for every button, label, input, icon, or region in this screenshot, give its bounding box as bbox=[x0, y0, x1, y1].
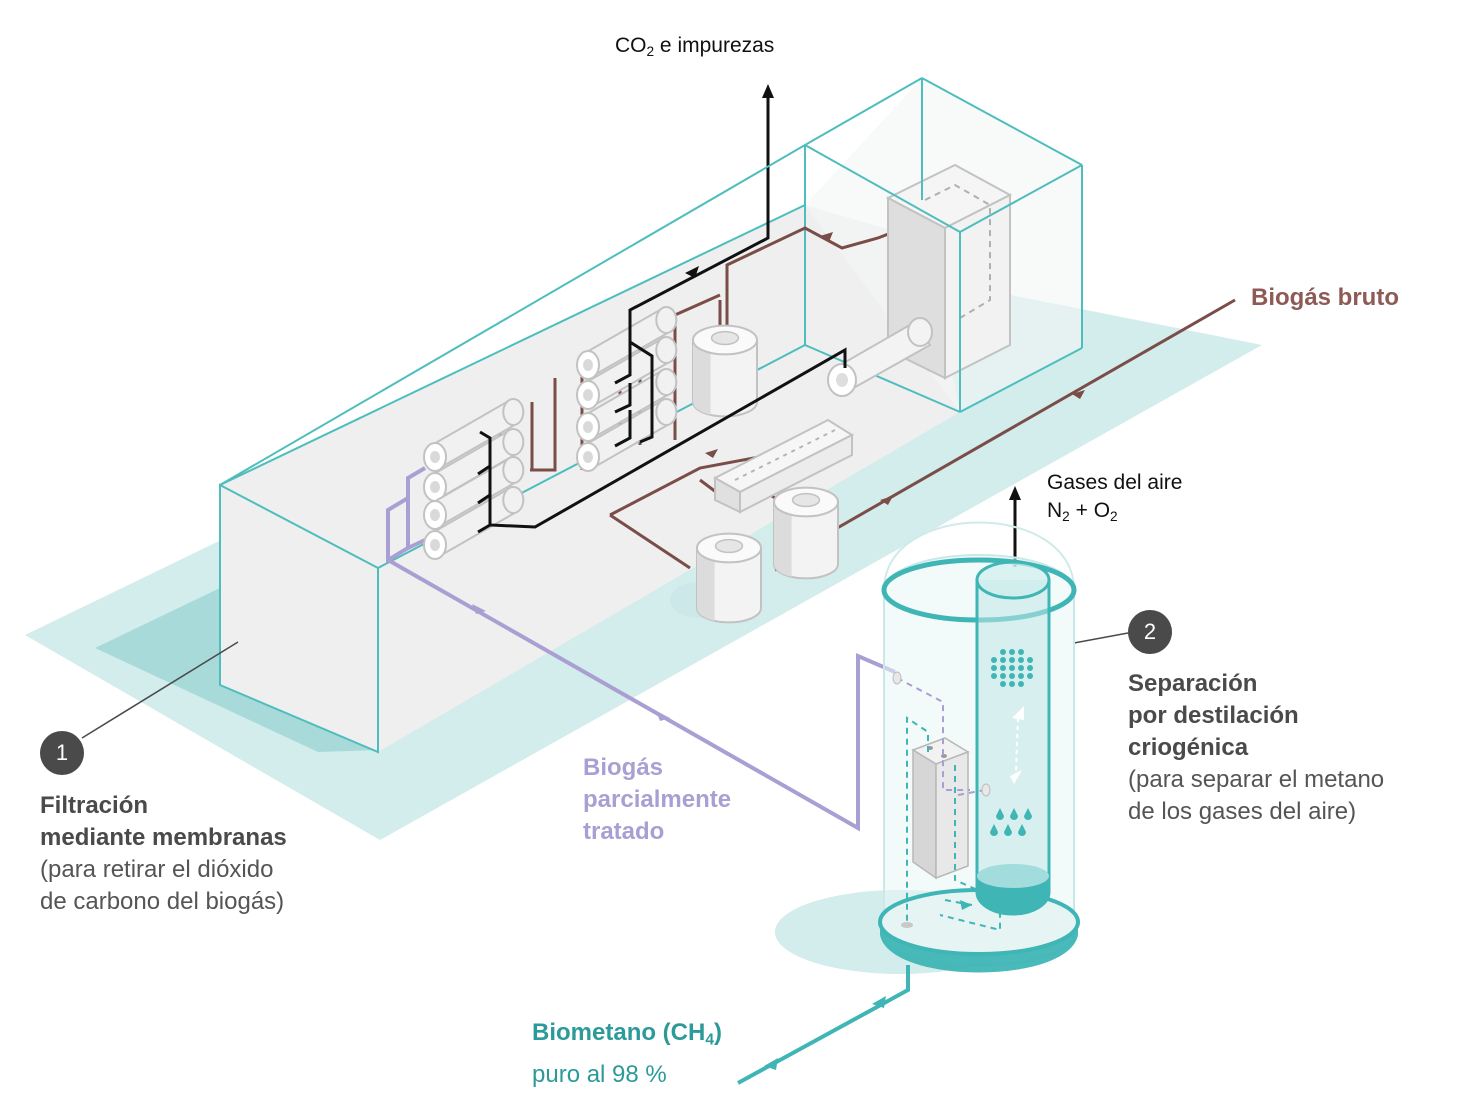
raw-biogas-arrows bbox=[705, 232, 1085, 505]
leader-lines bbox=[81, 632, 1129, 739]
co2-label: CO2 e impurezas bbox=[615, 34, 775, 60]
membrane-cylinder-icon bbox=[423, 398, 525, 472]
container-front-frame bbox=[219, 77, 1083, 754]
co2-arrows bbox=[685, 84, 1021, 500]
air-gases-label: Gases del aire N2 + O2 bbox=[1047, 471, 1183, 525]
membrane-cylinder-icon bbox=[576, 368, 678, 442]
step-1-title-line: mediante membranas bbox=[40, 824, 287, 851]
step-2-title-line: por destilación bbox=[1128, 702, 1299, 729]
biomethane-label: Biometano (CH4) puro al 98 % bbox=[532, 1019, 723, 1088]
raw-biogas-label: Biogás bruto bbox=[1251, 284, 1399, 311]
step-1-title-line: Filtración bbox=[40, 792, 149, 819]
compressor-tank-icon bbox=[692, 324, 758, 418]
cryogenic-column bbox=[878, 521, 1080, 973]
step-2-desc-line: de los gases del aire) bbox=[1128, 798, 1357, 825]
step-2-title-line: criogénica bbox=[1128, 734, 1249, 761]
step-2-badge: 2 bbox=[1128, 610, 1172, 654]
horizontal-cylinder bbox=[827, 317, 933, 397]
compressor-tank-icon bbox=[696, 532, 762, 624]
step-1-desc-line: de carbono del biogás) bbox=[40, 888, 285, 915]
membrane-cylinder-icon bbox=[423, 486, 525, 560]
partial-biogas-pipe bbox=[386, 466, 896, 832]
container-floor bbox=[220, 205, 960, 752]
membrane-cylinder-icon bbox=[423, 456, 525, 530]
step-2-desc-line: (para separar el metano bbox=[1128, 766, 1385, 793]
step-2-description: Separación por destilación criogénica (p… bbox=[1128, 668, 1384, 828]
compressor-tanks bbox=[692, 324, 839, 624]
biomethane-arrows bbox=[764, 996, 886, 1070]
step-1-badge: 1 bbox=[40, 731, 84, 775]
compressor-tank-icon bbox=[773, 486, 839, 580]
membrane-cylinder-icon bbox=[423, 428, 525, 502]
membrane-cylinder-icon bbox=[576, 398, 678, 472]
step-1-description: Filtración mediante membranas (para reti… bbox=[40, 790, 287, 918]
biomethane-pipe bbox=[737, 965, 910, 1085]
partial-biogas-label: Biogás parcialmente tratado bbox=[583, 754, 732, 845]
membrane-cylinder-icon bbox=[576, 306, 678, 380]
step-1-desc-line: (para retirar el dióxido bbox=[40, 856, 274, 883]
partial-biogas-arrows bbox=[472, 604, 670, 721]
step-2-title-line: Separación bbox=[1128, 670, 1258, 697]
co2-pipes bbox=[477, 92, 1017, 567]
flat-exchanger bbox=[712, 418, 855, 514]
